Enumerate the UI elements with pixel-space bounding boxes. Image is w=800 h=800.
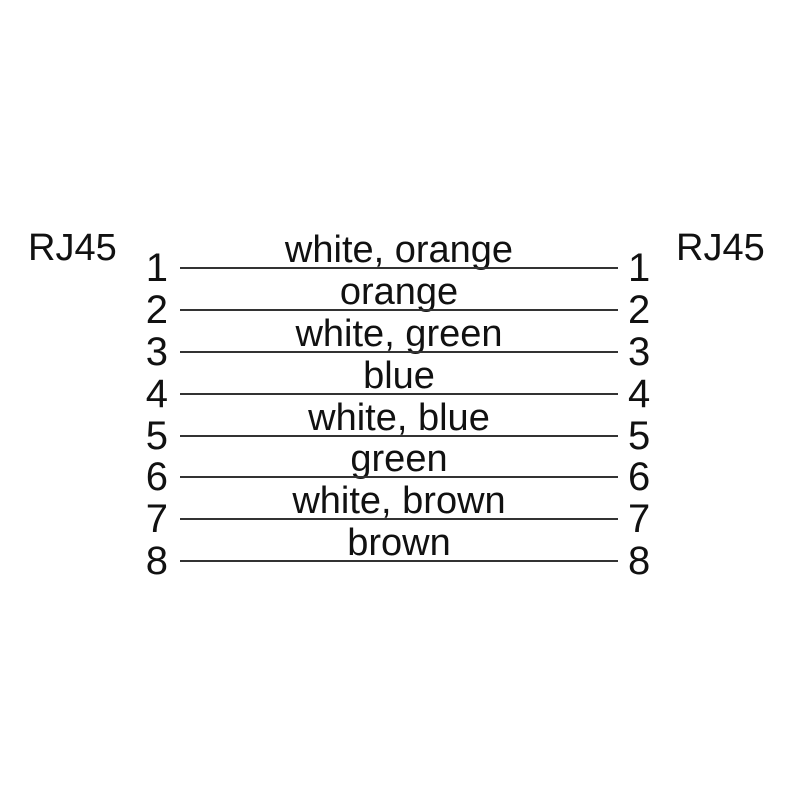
wire-color-label: white, brown xyxy=(292,480,506,522)
wire-line xyxy=(180,476,618,478)
pin-number-right: 2 xyxy=(628,288,651,332)
pin-number-left: 8 xyxy=(145,539,168,583)
wire-line xyxy=(180,518,618,520)
pin-number-right: 7 xyxy=(628,497,651,541)
pin-number-left: 5 xyxy=(145,414,168,458)
pin-number-right: 3 xyxy=(628,330,651,374)
wire-color-label: blue xyxy=(363,355,435,397)
pin-number-left: 3 xyxy=(145,330,168,374)
pin-number-right: 6 xyxy=(628,455,651,499)
pin-number-left: 4 xyxy=(145,372,168,416)
pin-number-left: 2 xyxy=(145,288,168,332)
pin-number-left: 7 xyxy=(145,497,168,541)
wire-color-label: brown xyxy=(347,522,451,564)
wire-line xyxy=(180,309,618,311)
pin-number-right: 8 xyxy=(628,539,651,583)
wire-line xyxy=(180,393,618,395)
wire-color-label: white, blue xyxy=(308,397,490,439)
pin-number-right: 1 xyxy=(628,246,651,290)
wire-color-label: white, green xyxy=(295,313,503,355)
wire-color-label: orange xyxy=(339,271,459,313)
right-connector-label: RJ45 xyxy=(676,227,765,269)
wire-line xyxy=(180,351,618,353)
left-connector-label: RJ45 xyxy=(28,227,117,269)
wire-line xyxy=(180,267,618,269)
wire-line xyxy=(180,435,618,437)
wire-color-label: white, orange xyxy=(284,229,514,271)
wire-line xyxy=(180,560,618,562)
wire-color-label: green xyxy=(350,438,448,480)
pin-number-left: 1 xyxy=(145,246,168,290)
pin-number-right: 4 xyxy=(628,372,651,416)
pin-number-right: 5 xyxy=(628,414,651,458)
pin-number-left: 6 xyxy=(145,455,168,499)
